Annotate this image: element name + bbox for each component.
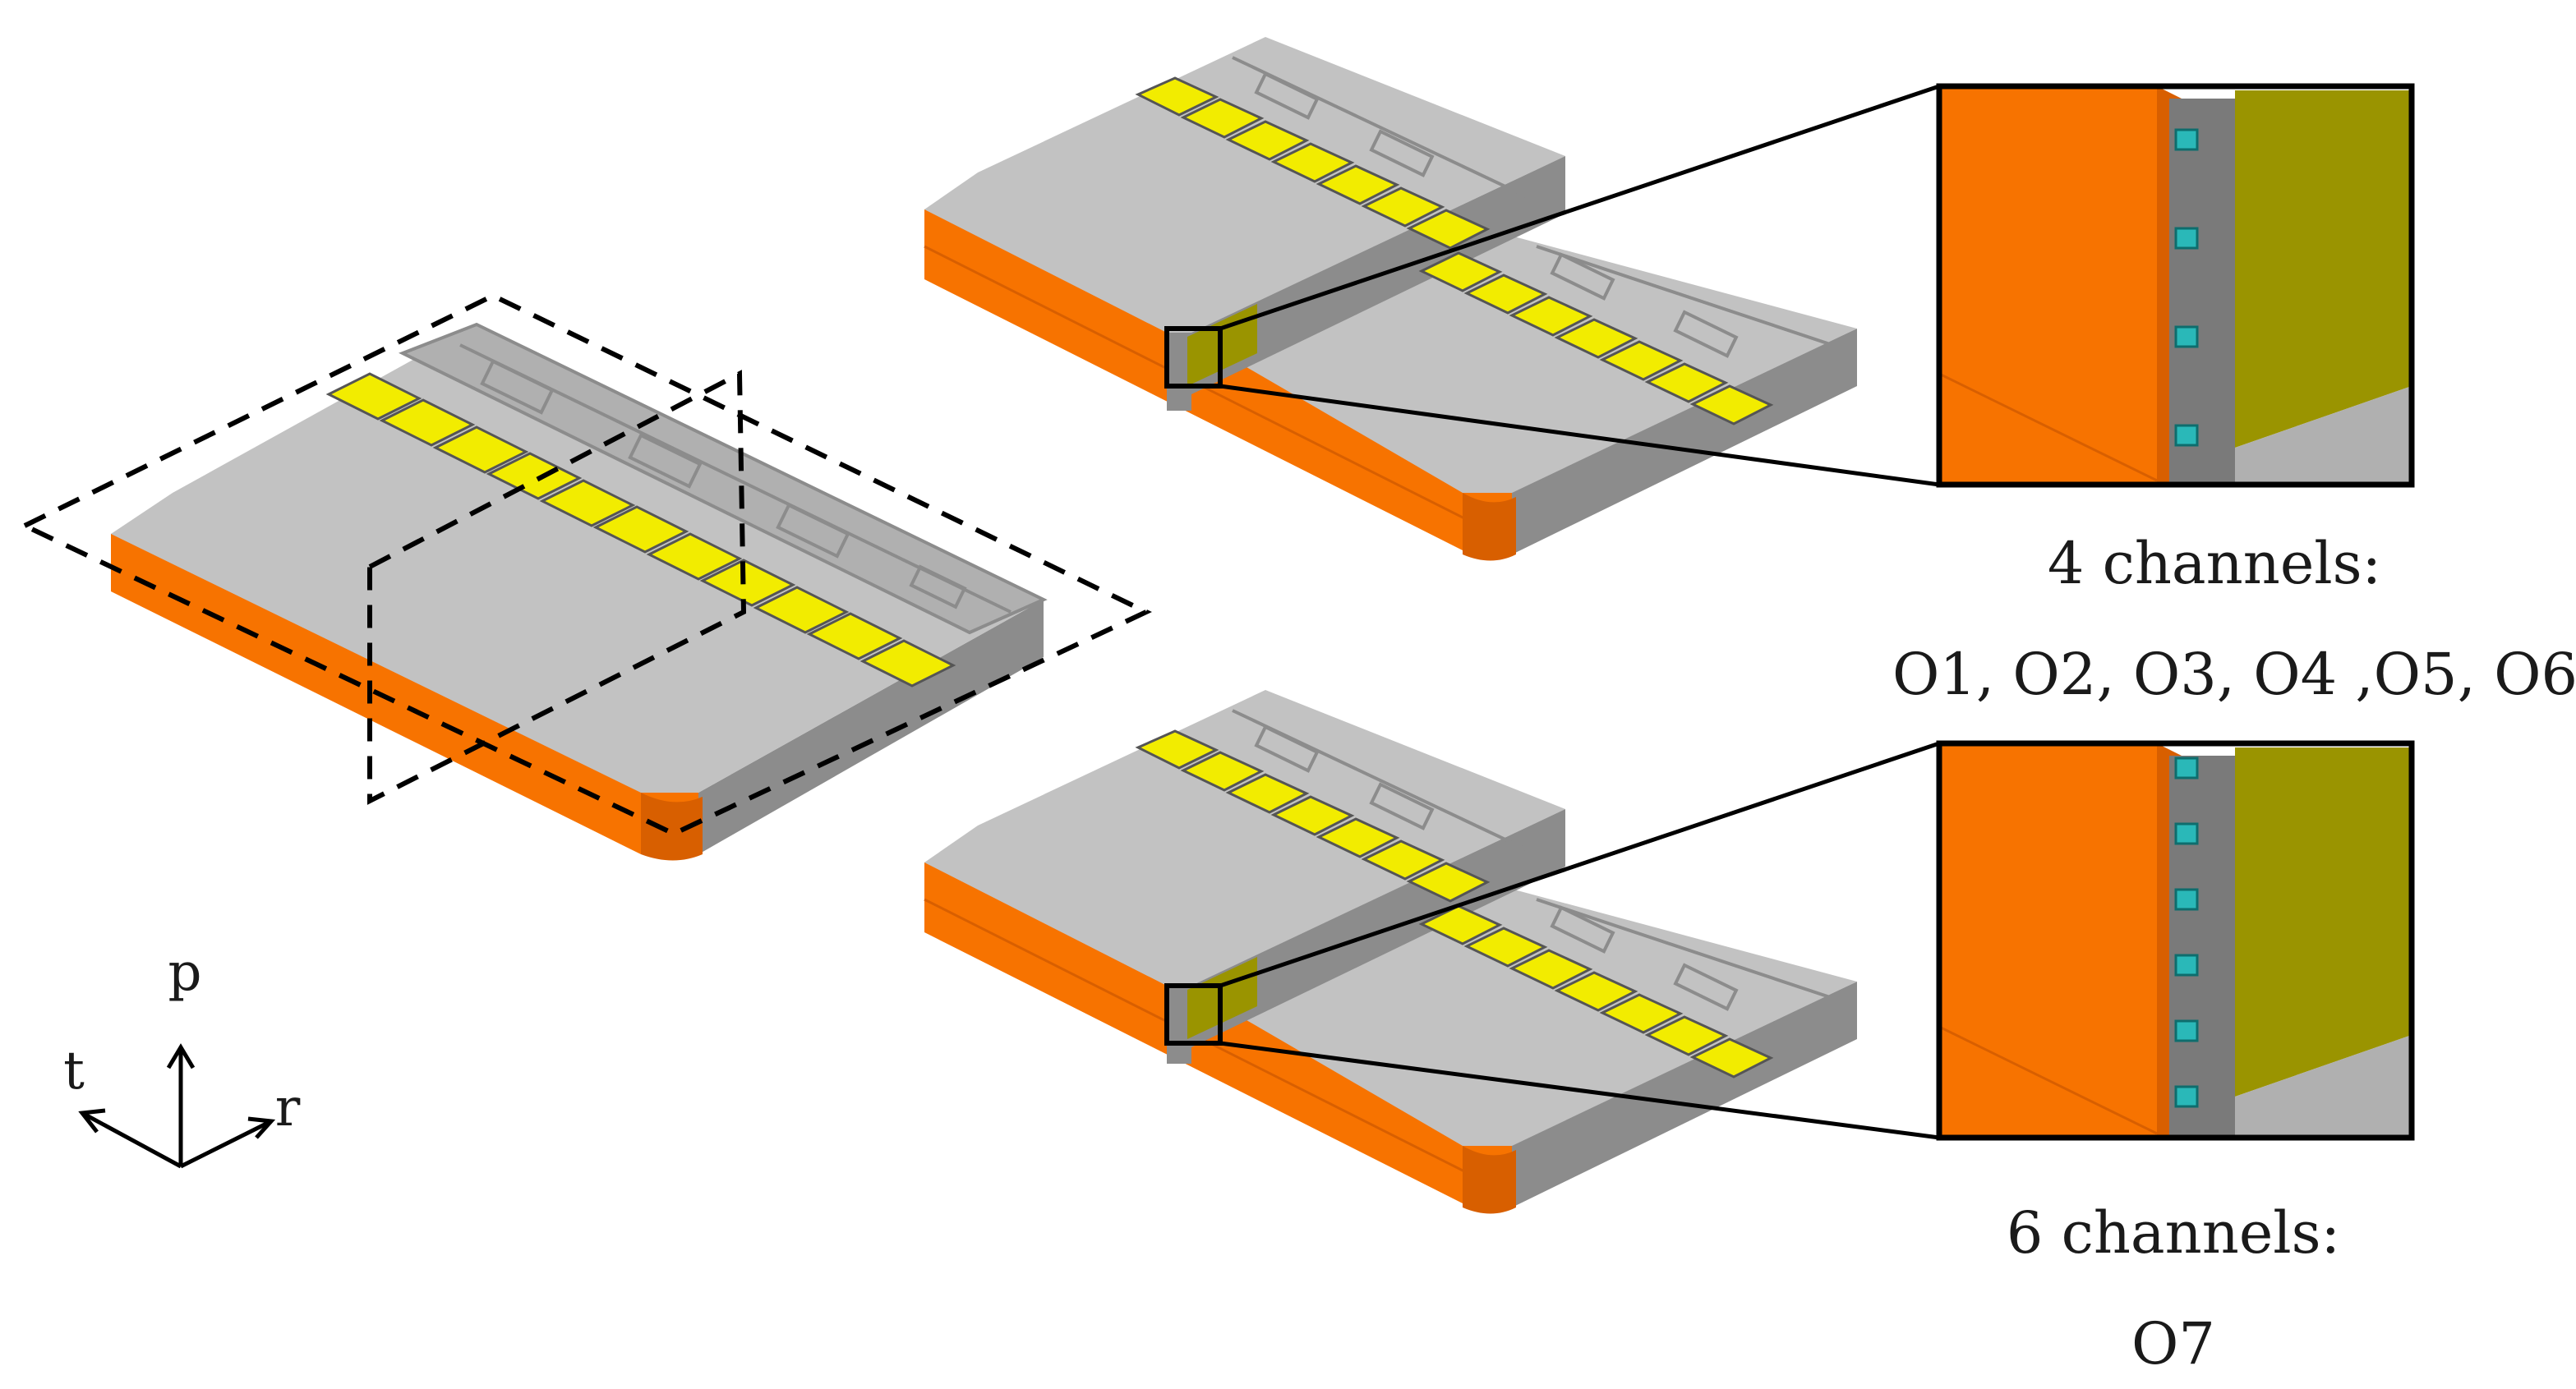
inset-orange-wall	[1939, 86, 2157, 485]
cooling-channel-marker	[2174, 128, 2199, 151]
bottom-caption-line2: O7	[2131, 1310, 2215, 1378]
top-right-battery-module	[924, 37, 1857, 561]
top-zoom-inset	[1936, 83, 2415, 488]
top-caption-line1: 4 channels:	[2048, 530, 2381, 597]
cooling-channel-marker	[2174, 1019, 2199, 1042]
bottom-caption-line1: 6 channels:	[2007, 1199, 2340, 1267]
top-caption-line2: O1, O2, O3, O4 ,O5, O6	[1892, 641, 2576, 708]
axis-t-label: t	[63, 1041, 85, 1102]
left-module-cell-strip	[325, 372, 956, 688]
axis-t-arrow	[81, 1111, 182, 1169]
left-module-busbar-detail	[399, 322, 1048, 635]
cooling-channel-marker	[2174, 325, 2199, 348]
inset-channel-markers	[2174, 128, 2199, 447]
bottom-caption: 6 channels: O7	[2007, 1199, 2340, 1378]
horizontal-cut-plane	[19, 292, 1152, 837]
left-battery-module	[19, 292, 1152, 861]
axis-r-label: r	[275, 1078, 301, 1138]
inset-channel-markers	[2174, 757, 2199, 1108]
cooling-channel-marker	[2174, 822, 2199, 845]
inset-channel-strip	[2169, 99, 2235, 485]
top-zoom-box	[1164, 326, 1223, 389]
cooling-channel-marker	[2174, 424, 2199, 447]
axis-r-arrow	[179, 1119, 273, 1169]
cooling-channel-marker	[2174, 227, 2199, 250]
left-module-cut-planes	[19, 292, 1152, 837]
cooling-channel-marker	[2174, 757, 2199, 780]
vertical-cut-plane	[367, 370, 747, 805]
left-module-corner	[641, 793, 703, 861]
inset-olive-wall	[2235, 90, 2412, 448]
left-module-top	[111, 324, 1044, 793]
cooling-channel-marker	[2174, 954, 2199, 977]
bottom-zoom-inset	[1936, 740, 2415, 1141]
zoom-connector-lines	[1219, 84, 1940, 1140]
bottom-zoom-box	[1164, 983, 1223, 1046]
axis-p-label: p	[168, 942, 202, 1003]
coordinate-axes	[78, 1043, 276, 1169]
bottom-right-battery-module	[924, 690, 1857, 1214]
left-module-grey-side	[698, 600, 1044, 854]
top-caption: 4 channels: O1, O2, O3, O4 ,O5, O6	[1892, 530, 2576, 708]
cooling-channel-marker	[2174, 1085, 2199, 1108]
cooling-channel-marker	[2174, 888, 2199, 911]
